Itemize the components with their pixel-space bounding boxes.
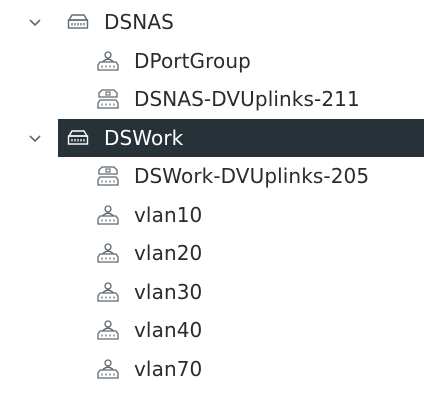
tree-node-label: DPortGroup xyxy=(134,49,251,73)
tree-node-vlan10[interactable]: vlan10 xyxy=(0,196,424,234)
tree-node-label: DSNAS-DVUplinks-211 xyxy=(134,87,360,111)
tree-node-dswork-dvuplinks-205[interactable]: DSWork-DVUplinks-205 xyxy=(0,157,424,195)
chevron-down-icon[interactable] xyxy=(27,14,43,30)
tree-node-dsnas-dvuplinks-211[interactable]: DSNAS-DVUplinks-211 xyxy=(0,80,424,118)
tree-node-label: vlan10 xyxy=(134,203,203,227)
tree-node-vlan40[interactable]: vlan40 xyxy=(0,311,424,349)
tree-node-label: DSNAS xyxy=(104,10,174,34)
switch-icon xyxy=(67,14,89,29)
tree-node-dportgroup[interactable]: DPortGroup xyxy=(0,42,424,80)
portgroup-icon xyxy=(97,51,119,71)
portgroup-icon xyxy=(97,320,119,340)
portgroup-icon xyxy=(97,243,119,263)
tree-node-vlan30[interactable]: vlan30 xyxy=(0,273,424,311)
switch-icon xyxy=(67,130,89,145)
tree-node-vlan70[interactable]: vlan70 xyxy=(0,350,424,388)
tree-node-label: DSWork-DVUplinks-205 xyxy=(134,164,370,188)
uplinks-icon xyxy=(97,166,119,186)
tree-node-dsnas[interactable]: DSNAS xyxy=(0,3,424,41)
portgroup-icon xyxy=(97,282,119,302)
tree-node-label: DSWork xyxy=(104,126,184,150)
tree-node-label: vlan20 xyxy=(134,241,203,265)
portgroup-icon xyxy=(97,205,119,225)
portgroup-icon xyxy=(97,359,119,379)
tree-node-dswork[interactable]: DSWork xyxy=(0,119,424,157)
tree-node-label: vlan40 xyxy=(134,318,203,342)
tree-node-label: vlan70 xyxy=(134,357,203,381)
uplinks-icon xyxy=(97,89,119,109)
chevron-down-icon[interactable] xyxy=(27,130,43,146)
selection-highlight xyxy=(58,119,424,157)
tree-node-vlan20[interactable]: vlan20 xyxy=(0,234,424,272)
tree-node-label: vlan30 xyxy=(134,280,203,304)
